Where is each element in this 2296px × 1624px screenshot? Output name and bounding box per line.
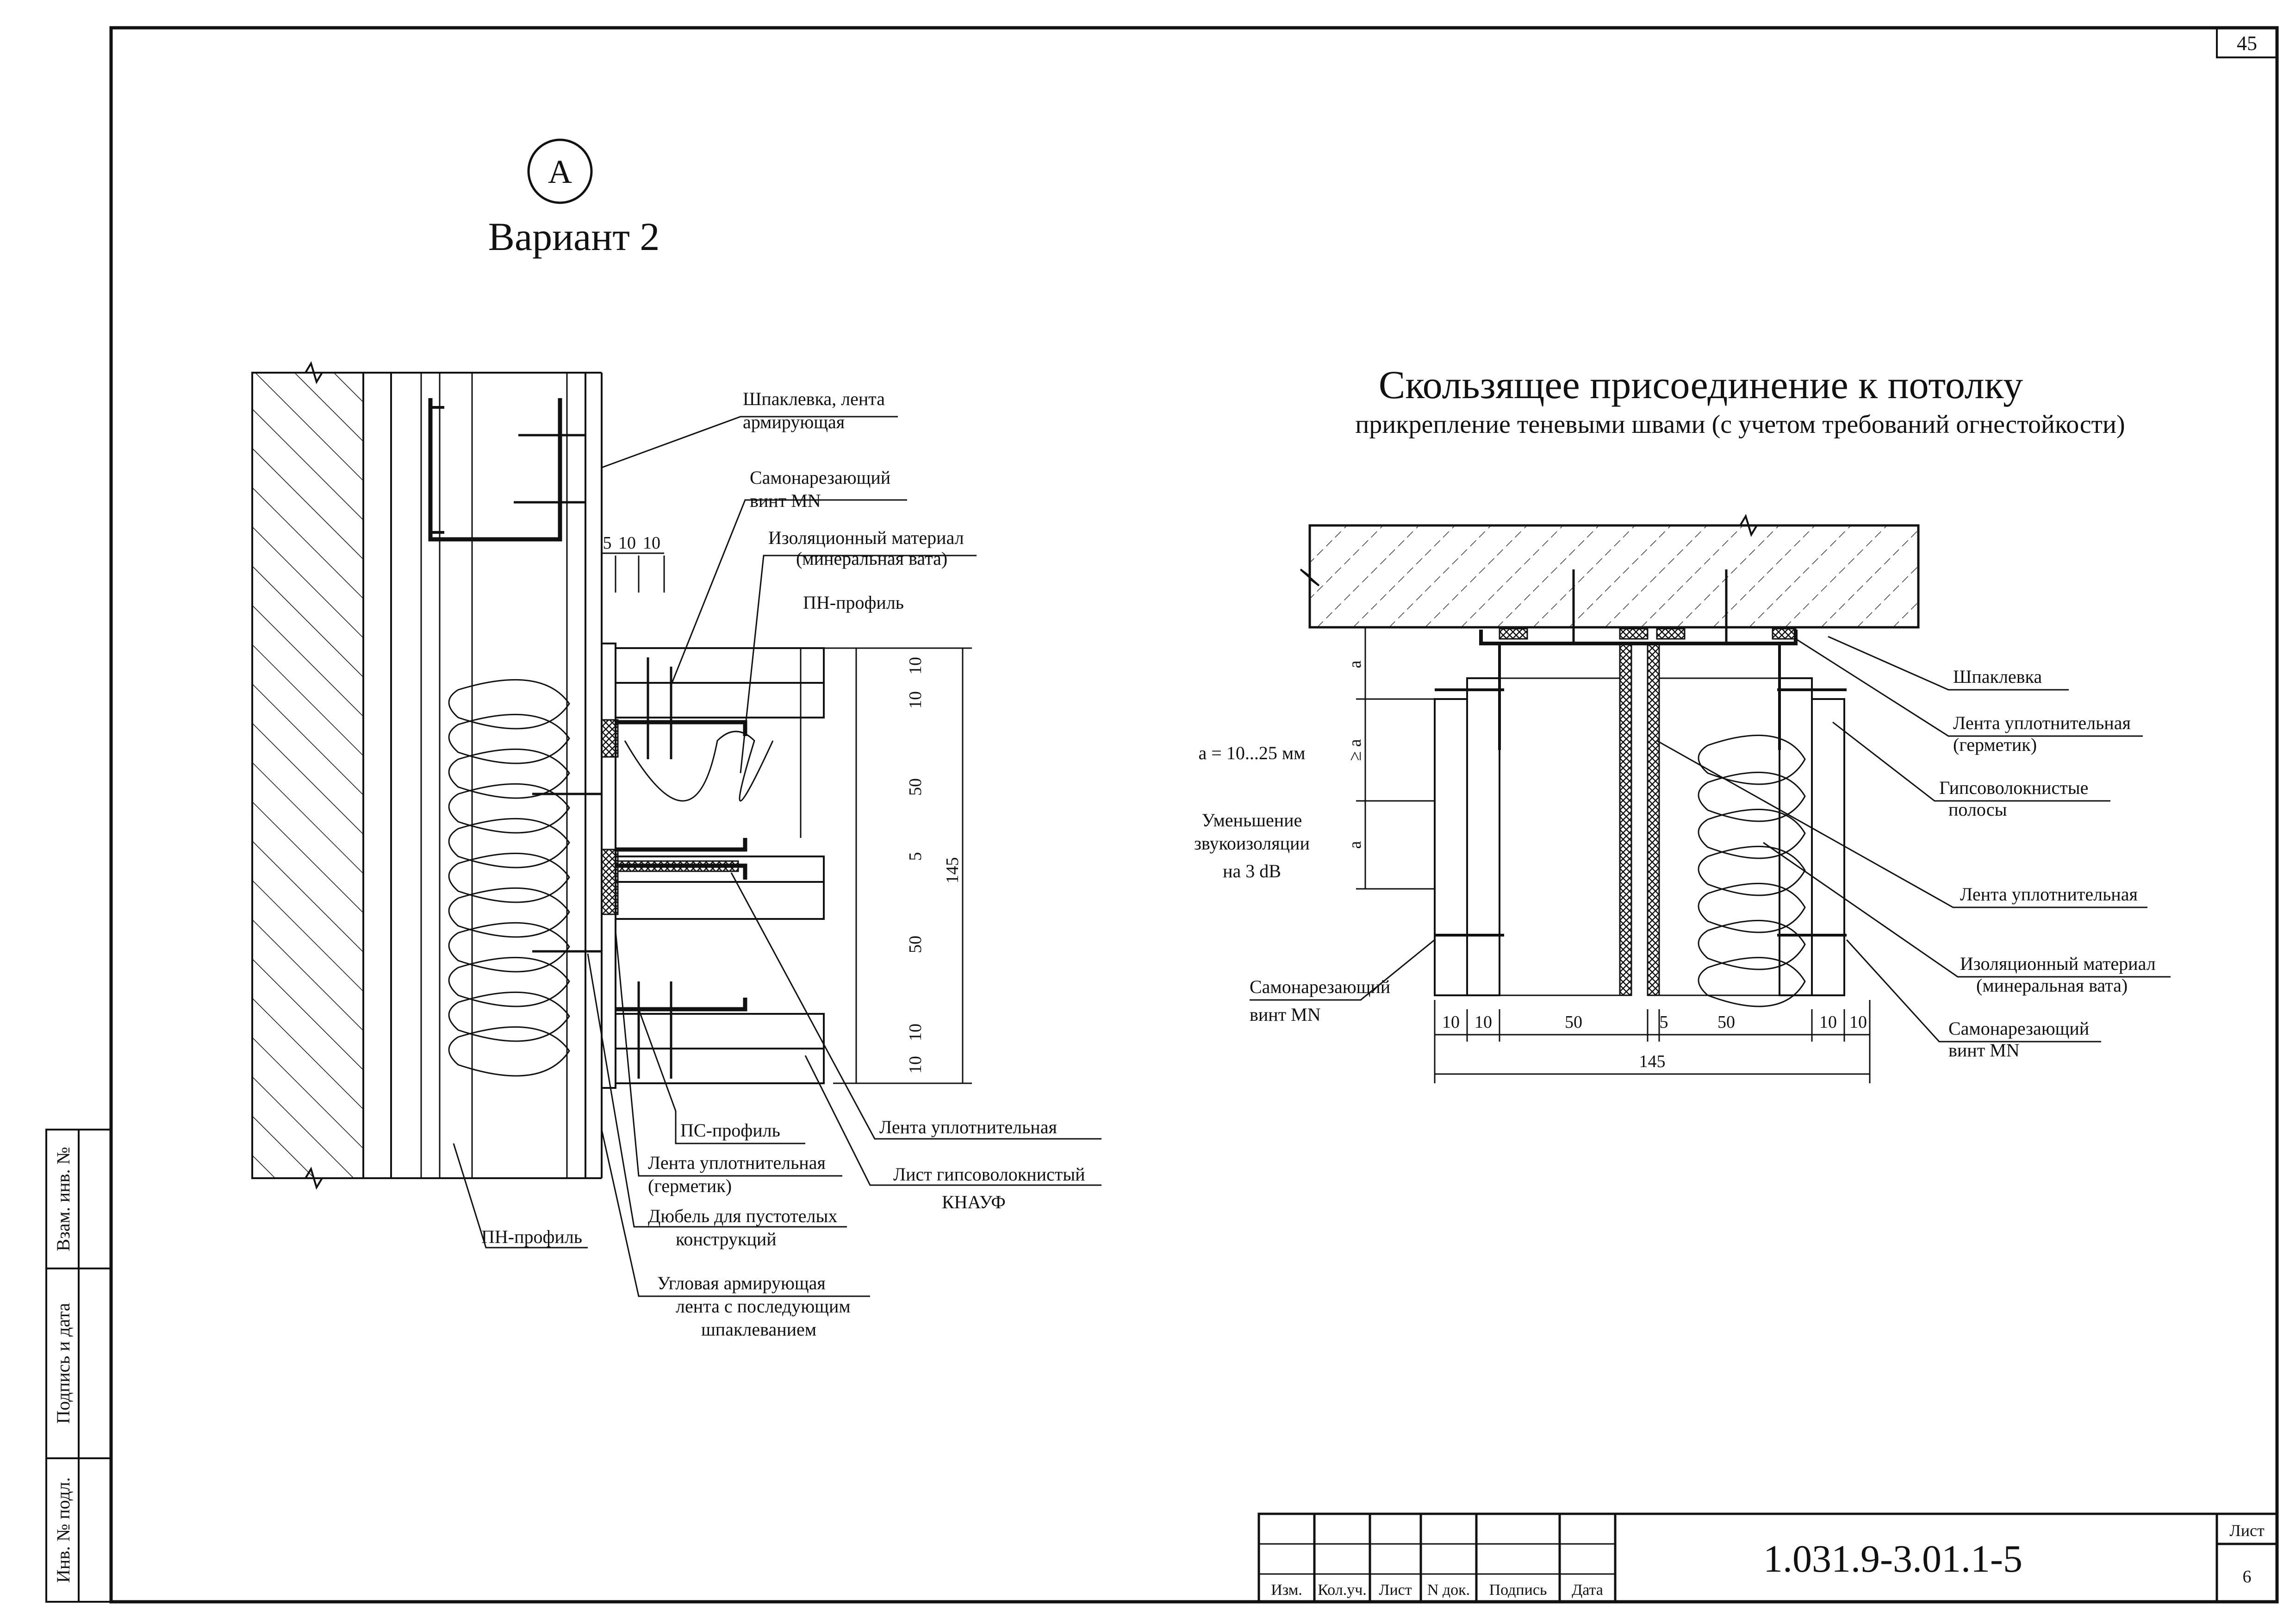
rlabel-sealing-tape-2: Лента уплотнительная (1960, 884, 2138, 905)
dim-v5: 5 (906, 852, 925, 861)
label-pn-profile-bottom: ПН-профиль (481, 1226, 582, 1247)
label-screw: Самонарезающий (750, 467, 890, 488)
rdim-a-3: а (1345, 841, 1365, 849)
rlabel-sound-reduction: Уменьшение (1202, 810, 1302, 831)
rlabel-strips: полосы (1948, 799, 2007, 820)
dim-v10-a: 10 (906, 657, 925, 675)
left-dimension-values: 5 10 10 10 10 50 5 50 10 10 145 (603, 533, 963, 1074)
left-dimensions (601, 552, 972, 1084)
rdim-10-d: 10 (1849, 1012, 1867, 1032)
left-leaders (453, 416, 1101, 1297)
tb-col-sheet: Лист (1379, 1581, 1412, 1599)
dim-5: 5 (603, 533, 612, 553)
dim-10-a: 10 (618, 533, 636, 553)
dim-v50-b: 50 (906, 936, 925, 953)
right-ceiling-drawing (1300, 514, 1920, 1007)
rlabel-screw-right-mn: винт MN (1948, 1040, 2020, 1061)
right-leaders (1250, 636, 2171, 1043)
rlabel-a-range: а = 10...25 мм (1199, 743, 1306, 763)
right-dimension-values: 10 10 50 5 50 10 10 145 а ≥ а а (1345, 660, 1867, 1071)
rlabel-gypsum-strips: Гипсоволокнистые (1939, 777, 2088, 798)
rlabel-sealing-tape: Лента уплотнительная (1953, 712, 2131, 733)
side-stamp (45, 1129, 112, 1603)
label-putty-tape: Шпаклевка, лента (743, 388, 885, 409)
detail-a-marker: A (527, 138, 593, 204)
label-screw-mn: винт MN (750, 490, 821, 511)
rlabel-screw-left-mn: винт MN (1250, 1004, 1321, 1025)
sheet-number: 6 (2243, 1567, 2252, 1587)
title-block (1257, 1512, 2278, 1603)
label-ps-profile: ПС-профиль (680, 1120, 780, 1141)
tb-col-change: Изм. (1271, 1581, 1302, 1599)
tb-col-count: Кол.уч. (1318, 1581, 1367, 1599)
rdim-50-b: 50 (1717, 1012, 1735, 1032)
dim-v50-a: 50 (906, 778, 925, 796)
tb-col-date: Дата (1572, 1581, 1603, 1599)
tb-col-doc: N док. (1427, 1581, 1470, 1599)
dim-v10-b: 10 (906, 691, 925, 709)
label-reinforcing: армирующая (743, 412, 845, 432)
right-title: Скользящее присоединение к потолку (1379, 362, 2023, 407)
left-wall-drawing (251, 361, 825, 1190)
rlabel-mineral-wool: (минеральная вата) (1976, 975, 2128, 996)
sheet-label: Лист (2229, 1521, 2265, 1540)
right-subtitle: прикрепление теневыми швами (с учетом тр… (1355, 410, 2125, 439)
rdim-50-a: 50 (1565, 1012, 1582, 1032)
left-title: Вариант 2 (488, 214, 660, 259)
sheet-page-number: 45 (2237, 32, 2257, 55)
right-dimensions (1356, 626, 1871, 1083)
rlabel-putty: Шпаклевка (1953, 666, 2042, 687)
dim-10-b: 10 (643, 533, 660, 553)
label-insulation: Изоляционный материал (768, 527, 964, 548)
label-sealing-tape: Лента уплотнительная (648, 1152, 826, 1173)
rdim-10-b: 10 (1475, 1012, 1492, 1032)
rdim-10-c: 10 (1819, 1012, 1837, 1032)
label-gypsum-sheet: Лист гипсоволокнистый (893, 1164, 1085, 1185)
label-knauf: КНАУФ (942, 1192, 1006, 1212)
rlabel-screw-right: Самонарезающий (1948, 1018, 2089, 1039)
rlabel-sound-insulation: звукоизоляции (1194, 833, 1310, 854)
dim-v10-d: 10 (906, 1056, 925, 1074)
document-code: 1.031.9-3.01.1-5 (1763, 1537, 2022, 1580)
rdim-5: 5 (1660, 1012, 1668, 1032)
rdim-10-a: 10 (1442, 1012, 1460, 1032)
label-pn-profile-top: ПН-профиль (803, 592, 904, 613)
label-sealant: (герметик) (648, 1175, 732, 1196)
rdim-a-1: а (1345, 660, 1365, 668)
stamp-field-replacement: Взам. инв. № (53, 1147, 74, 1251)
tb-col-signature: Подпись (1489, 1581, 1547, 1599)
title-block-columns: Изм. Кол.уч. Лист N док. Подпись Дата (1271, 1581, 1603, 1599)
stamp-field-signature: Подпись и дата (53, 1303, 74, 1424)
label-dowel: Дюбель для пустотелых (648, 1206, 837, 1226)
rdim-a-2: ≥ а (1345, 739, 1365, 761)
sheet-frame (109, 26, 2279, 1604)
label-mineral-wool: (минеральная вата) (796, 548, 947, 569)
label-corner-tape-3: шпаклеванием (701, 1319, 816, 1340)
stamp-field-inventory: Инв. № подл. (53, 1477, 74, 1583)
right-labels: Шпаклевка Лента уплотнительная (герметик… (1194, 666, 2156, 1061)
detail-marker-letter: A (548, 153, 572, 190)
rdim-total-145: 145 (1639, 1052, 1666, 1071)
label-hollow-structures: конструкций (676, 1229, 777, 1249)
dim-total-145: 145 (943, 857, 962, 884)
label-sealing-tape-right: Лента уплотнительная (879, 1117, 1057, 1137)
rlabel-screw-left: Самонарезающий (1250, 976, 1390, 997)
label-corner-tape: Угловая армирующая (657, 1273, 826, 1293)
rlabel-insulation: Изоляционный материал (1960, 953, 2156, 974)
rlabel-sealant: (герметик) (1953, 734, 2037, 755)
rlabel-3db: на 3 dB (1223, 861, 1281, 881)
left-labels: Шпаклевка, лента армирующая Самонарезающ… (481, 388, 1085, 1340)
dim-v10-c: 10 (906, 1024, 925, 1041)
label-corner-tape-2: лента с последующим (676, 1296, 851, 1317)
